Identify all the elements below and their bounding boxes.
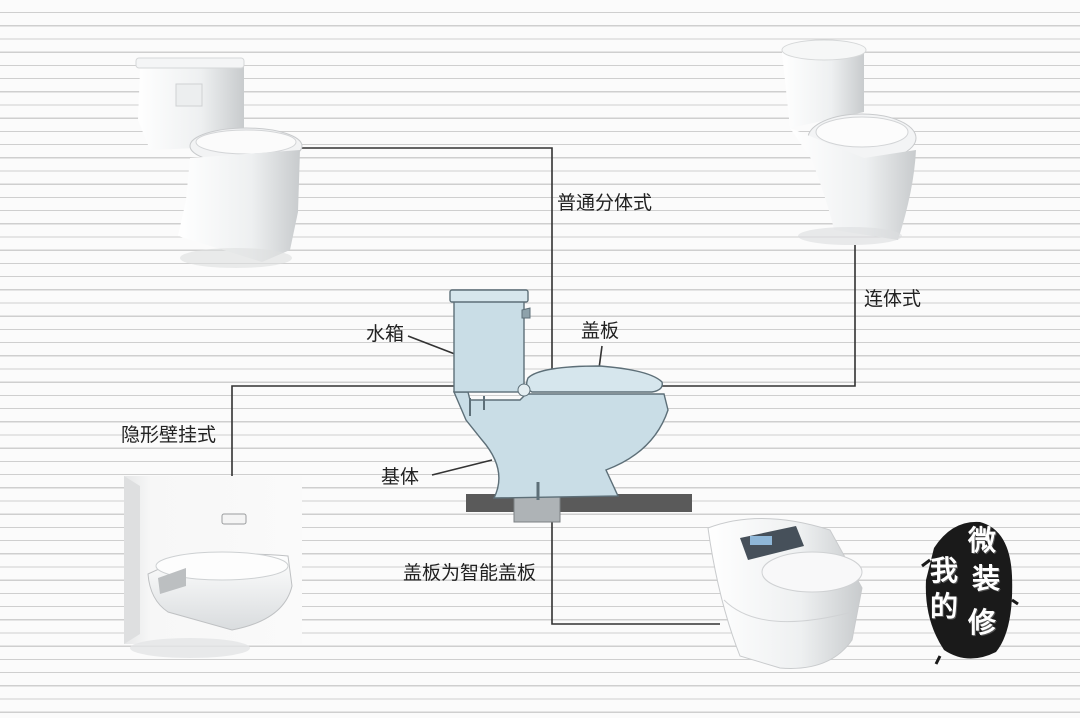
line-wall-hung (231, 385, 455, 486)
two-piece-toilet-image (135, 57, 303, 268)
label-smart-seat: 盖板为智能盖板 (403, 562, 537, 584)
seal-text: 微 装 修 我 的 (922, 518, 1014, 660)
label-base: 基体 (381, 466, 420, 488)
wall-hung-toilet-image (124, 476, 302, 658)
toilet-tank (453, 299, 525, 393)
toilet-base (452, 391, 669, 499)
pointer-tank (407, 335, 461, 357)
label-two-piece: 普通分体式 (557, 192, 653, 214)
pointer-base (431, 459, 493, 476)
seal-char-xiu: 修 (968, 606, 997, 639)
flush-lever (521, 307, 531, 319)
one-piece-toilet-image (781, 39, 917, 245)
line-smart-seat (551, 505, 720, 625)
smart-toilet-image (707, 518, 863, 669)
toilet-cross-section (449, 289, 692, 523)
line-two-piece (302, 147, 553, 372)
connector-lines (231, 147, 856, 625)
label-one-piece: 连体式 (864, 288, 922, 310)
seal-char-wei: 微 (968, 524, 997, 557)
label-wall-hung: 隐形壁挂式 (121, 424, 217, 446)
label-lid: 盖板 (581, 320, 620, 342)
line-one-piece (660, 245, 856, 387)
seal-stamp (921, 521, 1019, 665)
seat-lid (525, 365, 663, 393)
label-tank: 水箱 (366, 323, 405, 345)
tank-cover (449, 289, 529, 303)
seal-char-zhuang: 装 (972, 562, 1001, 595)
seal-char-de: 的 (930, 590, 959, 623)
seal-char-wo: 我 (930, 554, 959, 587)
